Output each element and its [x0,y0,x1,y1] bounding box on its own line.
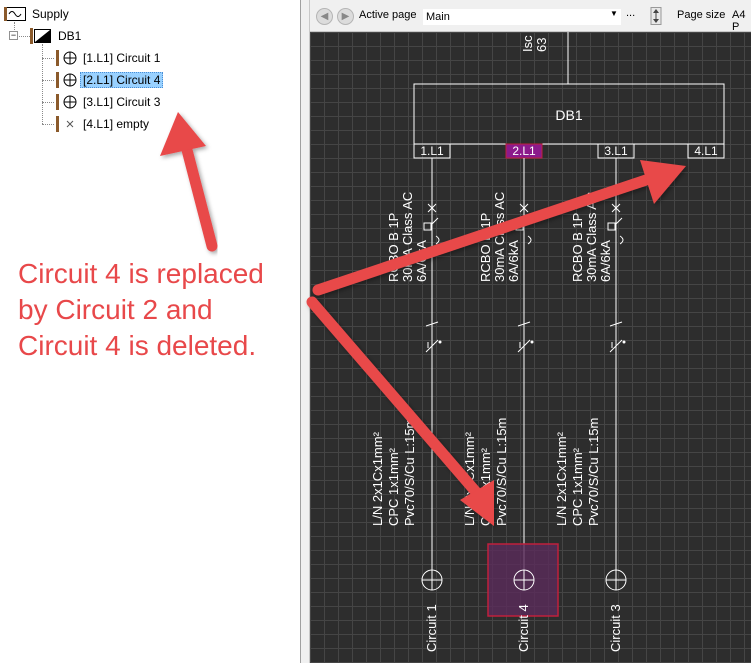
supply-icon [4,7,26,21]
tree-connector [42,58,54,59]
distribution-board[interactable] [413,83,725,145]
way-label: 2.L1 [512,144,536,158]
way-label: 3.L1 [604,144,628,158]
circuit-icon [63,51,77,65]
panel-splitter[interactable] [300,0,310,663]
device-rating-line: 30mA Class AC [492,192,507,282]
brown-marker [56,94,59,110]
cable-spec-line: Pvc70/S/Cu L:15m [402,418,417,526]
cable-spec-line: Pvc70/S/Cu L:15m [494,418,509,526]
schematic-drawing: Isc 63 DB1 1.L1 2.L1 3.L1 4.L1 RCBO B 1P… [370,32,725,652]
tree-connector [42,80,54,81]
device-rating-line: 30mA Class AC [400,192,415,282]
cable-spec-line: CPC 1x1mm² [478,447,493,526]
collapse-icon[interactable]: − [9,30,18,40]
page-size-label: Page size [677,9,726,21]
circuit-icon [63,95,77,109]
cable-spec-line: CPC 1x1mm² [570,447,585,526]
tree-node-empty-way[interactable]: [4.L1] empty [56,114,152,134]
brown-marker [56,72,59,88]
device-rating-line: RCBO B 1P [478,213,493,282]
tree-connector [42,44,43,124]
brown-marker [56,50,59,66]
way-box[interactable] [687,143,725,159]
way-label: 4.L1 [694,144,718,158]
device-rating-line: RCBO B 1P [570,213,585,282]
page-size-value[interactable]: A4 P [732,9,746,33]
tree-connector [14,22,15,36]
circuit-branch-3[interactable] [605,158,627,591]
tree-connector [42,102,54,103]
active-page-select[interactable]: Main [422,8,622,26]
tree-node-circuit-1[interactable]: [1.L1] Circuit 1 [56,48,163,68]
tree-node-label: [3.L1] Circuit 3 [83,95,161,109]
cable-spec-line: L/N 2x1Cx1mm² [554,431,569,526]
supply-label: 63 [534,38,549,52]
tree-node-label: Supply [32,7,69,21]
forward-arrow-icon[interactable]: ▶ [337,8,354,25]
distribution-board-icon [30,28,52,44]
tree-node-circuit-3[interactable]: [3.L1] Circuit 3 [56,92,163,112]
active-page-value: Main [426,11,450,23]
empty-x-icon [63,117,77,131]
tree-node-label: [4.L1] empty [83,117,150,131]
device-rating-line: 6A/6kA [598,240,613,282]
tree-panel: Supply − DB1 [1.L1] Circuit 1 [2.L1] Cir… [0,0,300,663]
circuit-branch-1[interactable] [421,158,443,591]
device-rating-line: 6A/6kA [414,240,429,282]
circuit-name: Circuit 1 [424,604,439,652]
cable-spec-line: CPC 1x1mm² [386,447,401,526]
tree-connector [14,36,30,37]
circuit-branch-4[interactable] [515,158,534,570]
circuit-4-load[interactable] [513,569,535,591]
tree-node-label: [2.L1] Circuit 4 [80,72,164,88]
fit-height-icon[interactable] [650,7,662,25]
circuit-icon [63,73,77,87]
cable-spec-line: Pvc70/S/Cu L:15m [586,418,601,526]
device-rating-line: RCBO B 1P [386,213,401,282]
annotation-text: Circuit 4 is replaced by Circuit 2 and C… [18,258,264,361]
tree-node-label: DB1 [58,29,82,43]
tree-node-supply[interactable]: Supply [4,4,72,24]
device-rating-line: 30mA Class AC [584,192,599,282]
device-rating-line: 6A/6kA [506,240,521,282]
chevron-down-icon[interactable]: ▼ [610,9,618,18]
more-button[interactable]: ... [626,7,636,19]
way-label: 1.L1 [420,144,444,158]
brown-marker [56,116,59,132]
tree-node-circuit-4[interactable]: [2.L1] Circuit 4 [56,70,164,90]
tree-node-db1[interactable]: DB1 [30,26,84,46]
cable-spec-line: L/N 2x1Cx1mm² [462,431,477,526]
active-page-label: Active page [359,9,417,21]
schematic-canvas[interactable]: Isc 63 DB1 1.L1 2.L1 3.L1 4.L1 RCBO B 1P… [310,32,751,663]
board-label: DB1 [555,107,582,123]
page-toolbar: ◀ ▶ Active page Main ▼ ... Page size A4 … [310,0,751,33]
back-arrow-icon[interactable]: ◀ [316,8,333,25]
circuit-name: Circuit 3 [608,604,623,652]
tree-connector [42,124,54,125]
tree-node-label: [1.L1] Circuit 1 [83,51,161,65]
supply-label: Isc [520,35,535,52]
circuit-name: Circuit 4 [516,604,531,652]
cable-spec-line: L/N 2x1Cx1mm² [370,431,385,526]
